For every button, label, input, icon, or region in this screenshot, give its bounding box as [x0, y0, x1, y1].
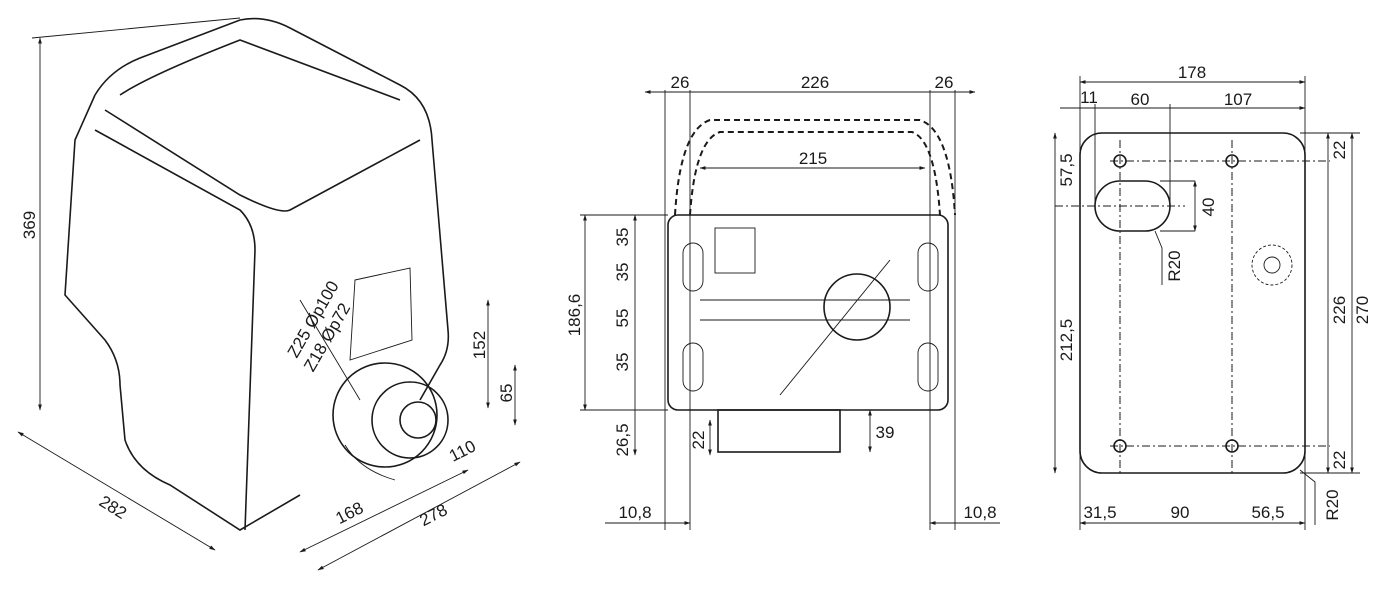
dim-hole-spacing-vertical: 226 [1330, 296, 1349, 324]
isometric-view: 369 282 168 278 110 152 65 Z25 Øp100 Z18… [17, 17, 521, 571]
dim-pinion-offset: 22 [689, 431, 708, 450]
dim-edge-offset: 11 [1080, 88, 1098, 107]
dim-slot-width: 60 [1131, 90, 1150, 109]
dim-bottom-gap: 26,5 [613, 423, 632, 456]
dim-height: 369 [20, 211, 39, 239]
dim-plate-height: 270 [1353, 296, 1372, 324]
base-plate-view: 178 11 60 107 57,5 212,5 40 R20 22 226 2… [1053, 63, 1372, 530]
dim-slot-center-bottom: 212,5 [1057, 319, 1076, 362]
dim-slot-3: 35 [613, 353, 632, 372]
housing-top-outline [94, 17, 450, 401]
motor-body [667, 214, 949, 411]
dim-width-total: 226 [801, 73, 829, 92]
mount-hole [1225, 439, 1239, 453]
dim-left-hole-offset: 31,5 [1083, 503, 1116, 522]
dim-right-margin-top: 26 [935, 73, 954, 92]
pinion-gear [371, 381, 449, 459]
dim-slot-gap: 55 [613, 309, 632, 328]
housing-top-face [119, 39, 401, 101]
dim-slot-2: 35 [613, 263, 632, 282]
gear-icon [1251, 244, 1293, 286]
dim-gear-to-edge: 110 [446, 436, 479, 465]
drive-housing [332, 362, 438, 468]
rack-window [349, 267, 413, 361]
dim-slot-radius: R20 [1165, 250, 1184, 281]
dim-gear-top: 152 [470, 331, 489, 359]
mount-slot [682, 242, 704, 292]
dim-left-margin-bottom: 10,8 [618, 503, 651, 522]
pinion-hub [399, 401, 437, 439]
housing-shoulder [104, 109, 421, 212]
pinion-block [717, 409, 841, 453]
dim-bottom-hole-offset: 22 [1330, 451, 1349, 470]
dim-slot-height: 40 [1199, 198, 1218, 217]
dim-hole-spacing-horizontal: 90 [1171, 503, 1190, 522]
dim-slot-to-edge: 107 [1224, 90, 1252, 109]
dim-left-margin-top: 26 [671, 73, 690, 92]
dim-height: 186,6 [565, 294, 584, 337]
dim-slot-center-top: 57,5 [1057, 153, 1076, 186]
dim-width: 178 [1178, 63, 1206, 82]
dim-top-hole-offset: 22 [1330, 141, 1349, 160]
dim-pinion-height: 39 [876, 423, 895, 442]
cover-outline-dashed [674, 119, 956, 216]
mount-hole [1113, 439, 1127, 453]
base-plate [1079, 132, 1306, 474]
dim-length: 278 [417, 500, 451, 530]
dim-slot-1: 35 [613, 228, 632, 247]
mount-hole [1113, 154, 1127, 168]
drive-shaft [823, 273, 891, 341]
housing-front-outline [64, 94, 301, 531]
mount-slot [917, 342, 939, 392]
mount-hole [1225, 154, 1239, 168]
dim-corner-radius: R20 [1323, 489, 1342, 520]
dim-gear-offset: 168 [333, 498, 367, 528]
front-view: 26 226 26 215 186,6 35 35 55 35 26,5 22 … [565, 73, 1000, 530]
dim-right-margin-bottom: 10,8 [963, 503, 996, 522]
mount-slot [917, 242, 939, 292]
mount-slot [682, 342, 704, 392]
housing-front-face [94, 129, 256, 531]
connector [714, 227, 756, 274]
dim-inner-width: 215 [799, 149, 827, 168]
dim-gear-center: 65 [497, 384, 516, 403]
dim-right-hole-offset: 56,5 [1251, 503, 1284, 522]
